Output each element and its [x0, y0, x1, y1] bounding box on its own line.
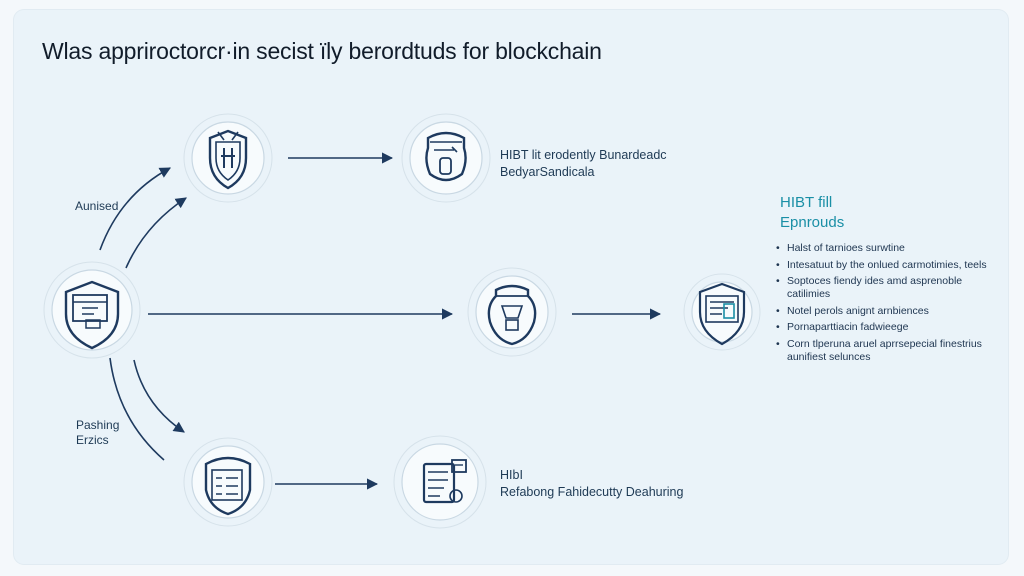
panel-bullet: Intesatuut by the onlued carmotimies, te…	[772, 259, 1002, 272]
label-node-bottom-right-2: Refabong Fahidecutty Deahuring	[500, 485, 684, 499]
panel-bullet: Notel perols anignt arnbiences	[772, 305, 1002, 318]
panel-heading-line-2: Epnrouds	[780, 214, 845, 231]
arrow-window-to-checklist-b	[133, 359, 185, 433]
document-pot-icon	[401, 113, 491, 203]
panel-bullet-list: Halst of tarnioes surwtine Intesatuut by…	[772, 242, 1002, 367]
label-node-bottom-right-1: HIbI	[500, 468, 523, 482]
panel-bullet: Halst of tarnioes surwtine	[772, 242, 1002, 255]
panel-heading: HIBT fill Epnrouds	[780, 193, 844, 233]
shield-key-icon	[183, 113, 273, 203]
panel-bullet: Corn tlperuna aruel aprrsepecial finestr…	[772, 338, 1002, 364]
arrow-window-to-shield-a	[99, 167, 171, 251]
panel-heading-line-1: HIBT fill	[780, 194, 833, 211]
vase-icon	[467, 267, 557, 357]
window-shield-icon	[43, 261, 141, 359]
panel-bullet: Soptoces fiendy ides amd asprenoble cati…	[772, 275, 1002, 301]
label-node-top-right-1: HIBT lit erodently Bunardeadc	[500, 148, 667, 162]
label-node-top-right-2: BedyarSandicala	[500, 165, 595, 179]
label-left-upper: Aunised	[75, 199, 119, 213]
checklist-badge-icon	[183, 437, 273, 527]
document-stamp-icon	[393, 435, 487, 529]
label-left-lower-2: Erzics	[76, 433, 109, 447]
arrow-window-to-checklist-a	[109, 357, 165, 461]
ledger-shield-icon	[683, 273, 761, 351]
arrow-window-to-shield-b	[125, 197, 187, 269]
label-left-lower-1: Pashing	[76, 418, 120, 432]
panel-bullet: Pornaparttiacin fadwieege	[772, 321, 1002, 334]
diagram-title: Wlas appriroctorcr·in secist ïly berordt…	[42, 38, 602, 64]
